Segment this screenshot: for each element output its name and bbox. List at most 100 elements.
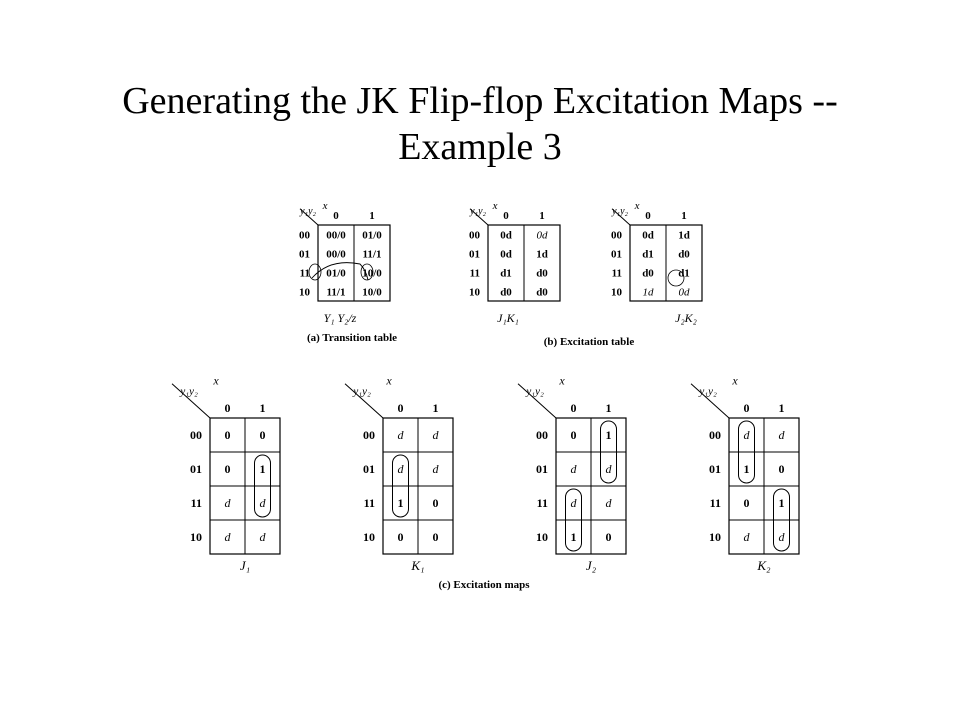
excitation-table-1-cell: 0d (500, 229, 512, 241)
kmap-4-footer: K₂ (756, 558, 771, 573)
transition-table-caption: (a) Transition table (307, 332, 397, 344)
kmap-1-cell: 0 (225, 428, 231, 442)
title-line-2: Example 3 (398, 126, 562, 168)
kmap-3-col-header: 0 (571, 401, 577, 415)
kmap-4-col-var-label: x (731, 374, 738, 388)
kmap-4-cell: d (779, 530, 786, 544)
transition-cell: 00/0 (326, 229, 346, 241)
excitation-table-2-cell: d1 (642, 248, 654, 260)
kmap-3-col-var-label: x (558, 374, 565, 388)
excitation-table-2-row-header: 00 (611, 229, 623, 241)
kmap-3-corner-diagonal (517, 383, 557, 419)
kmap-2-cell: d (398, 428, 405, 442)
excitation-table-1-col-header: 1 (539, 210, 545, 222)
kmap-1-grouping-loop (254, 454, 271, 518)
excitation-table-1-cell: 0d (537, 229, 549, 241)
kmap-1-cell: d (260, 496, 267, 510)
kmap-2-corner-diagonal (344, 383, 384, 419)
transition-table-row-header: 00 (299, 229, 311, 241)
kmap-4-col-header: 0 (744, 401, 750, 415)
excitation-table-1-cell: 0d (500, 248, 512, 260)
kmap-2-col-header: 1 (433, 401, 439, 415)
kmap-4-row-header: 10 (709, 530, 721, 544)
kmap-4-cell: d (744, 428, 751, 442)
kmap-2-cell: d (433, 462, 440, 476)
kmap-1-col-var-label: x (212, 374, 219, 388)
kmap-4-cell: 0 (744, 496, 750, 510)
kmap-4-cell: d (779, 428, 786, 442)
excitation-table-2-row-var-label: y₁y₂ (611, 206, 628, 217)
kmap-1-cell: 0 (225, 462, 231, 476)
kmap-3-footer: J₂ (586, 558, 597, 573)
kmap-2-row-header: 01 (363, 462, 375, 476)
transition-cell: 11/1 (327, 286, 346, 298)
kmap-2-row-var-label: y₁y₂ (352, 385, 371, 397)
excitation-table-2-cell: 1d (643, 286, 655, 298)
kmap-3-grouping-loop (565, 488, 582, 552)
excitation-table-1-corner-diagonal (469, 208, 489, 226)
transition-table-row-header: 01 (299, 248, 310, 260)
kmap-1-cell: d (225, 530, 232, 544)
transition-table-corner-diagonal (299, 208, 319, 226)
kmap-3-cell: d (571, 496, 578, 510)
kmap-1-row-header: 11 (191, 496, 202, 510)
kmap-2-row-header: 00 (363, 428, 375, 442)
kmap-1-cell: 0 (260, 428, 266, 442)
excitation-table-1-row-header: 00 (469, 229, 481, 241)
kmap-2-row-header: 10 (363, 530, 375, 544)
kmap-1-row-header: 01 (190, 462, 202, 476)
kmap-2-cell: 0 (398, 530, 404, 544)
kmap-2-cell: 1 (398, 496, 404, 510)
transition-table-row-header: 11 (300, 267, 310, 279)
excitation-table-1-cell: 1d (536, 248, 548, 260)
excitation-table-2-footer: J₂K₂ (675, 311, 697, 325)
excitation-table-1-cell: d0 (500, 286, 512, 298)
kmap-2-col-header: 0 (398, 401, 404, 415)
kmap-2-footer: K₁ (410, 558, 424, 573)
kmap-3-grouping-loop (600, 420, 617, 484)
kmap-1-cell: d (225, 496, 232, 510)
transition-table-col-header: 0 (333, 210, 339, 222)
kmap-2-cell: d (398, 462, 405, 476)
excitation-table-2-col-header: 0 (645, 210, 651, 222)
transition-cell: 10/0 (362, 286, 382, 298)
kmap-2-row-header: 11 (364, 496, 375, 510)
excitation-table-2-cell: d0 (678, 248, 690, 260)
kmap-3-cell: 1 (571, 530, 577, 544)
kmap-1-row-header: 00 (190, 428, 202, 442)
kmap-3-cell: d (571, 462, 578, 476)
kmap-1-col-header: 1 (260, 401, 266, 415)
kmap-4-cell: 1 (779, 496, 785, 510)
kmap-1-row-var-label: y₁y₂ (179, 385, 198, 397)
kmap-3-col-header: 1 (606, 401, 612, 415)
kmap-3-cell: 1 (606, 428, 612, 442)
transition-cell: 01/0 (326, 267, 346, 279)
excitation-table-1-cell: d0 (536, 267, 548, 279)
excitation-maps-caption: (c) Excitation maps (438, 579, 530, 591)
slide-title: Generating the JK Flip-flop Excitation M… (60, 78, 900, 170)
excitation-table-1-col-var-label: x (492, 200, 498, 212)
kmap-4-row-var-label: y₁y₂ (698, 385, 717, 397)
excitation-table-2-cell: 0d (642, 229, 654, 241)
excitation-table-2-row-header: 11 (612, 267, 622, 279)
excitation-circle-mark (667, 269, 685, 287)
kmap-4-grouping-loop (773, 488, 790, 552)
kmap-3-cell: 0 (606, 530, 612, 544)
kmap-3-cell: d (606, 462, 613, 476)
transition-table-row-header: 10 (299, 286, 311, 298)
transition-table-col-var-label: x (322, 200, 328, 212)
transition-cell: 11/1 (363, 248, 382, 260)
excitation-table-2-cell: 0d (679, 286, 691, 298)
kmap-4-cell: 1 (744, 462, 750, 476)
transition-table-col-header: 1 (369, 210, 375, 222)
kmap-3-row-var-label: y₁y₂ (525, 385, 544, 397)
excitation-table-2-cell: d1 (678, 267, 690, 279)
excitation-table-1-col-header: 0 (503, 210, 509, 222)
excitation-table-1-row-header: 11 (470, 267, 480, 279)
excitation-table-2-cell: 1d (678, 229, 690, 241)
kmap-3-row-header: 00 (536, 428, 548, 442)
excitation-table-1-row-header: 01 (469, 248, 480, 260)
excitation-table-2-cell: d0 (642, 267, 654, 279)
